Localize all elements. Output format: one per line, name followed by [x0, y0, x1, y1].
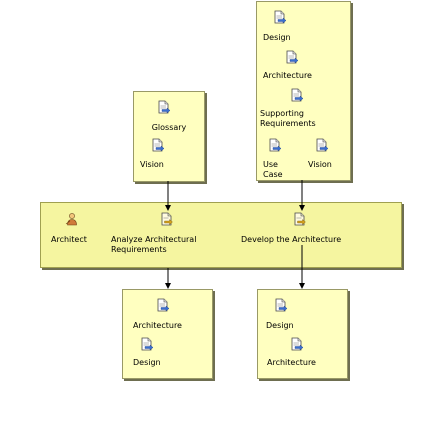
artifact-architecture[interactable]: Architecture	[263, 71, 312, 80]
activity-develop-the-architecture[interactable]: Develop the Architecture	[241, 235, 342, 244]
output-artifacts-box-right: Design Architecture	[257, 289, 348, 379]
artifact-design-out-2[interactable]: Design	[266, 321, 294, 330]
activity-analyze-architectural-requirements[interactable]: Analyze Architectural Requirements	[111, 235, 197, 254]
artifact-vision[interactable]: Vision	[140, 160, 164, 169]
input-artifacts-box-right: Design Architecture Supporting Requireme…	[256, 1, 351, 181]
role-architect[interactable]: Architect	[51, 235, 87, 244]
activity-band: Architect Analyze Architectural Requirem…	[40, 202, 402, 268]
artifact-architecture-out[interactable]: Architecture	[133, 321, 182, 330]
output-artifacts-box-left: Architecture Design	[122, 289, 213, 379]
artifact-architecture-out-2[interactable]: Architecture	[267, 358, 316, 367]
artifact-use-case[interactable]: Use Case	[263, 160, 283, 179]
artifact-vision-2[interactable]: Vision	[308, 160, 332, 169]
artifact-design-out[interactable]: Design	[133, 358, 161, 367]
artifact-supporting-requirements[interactable]: Supporting Requirements	[260, 109, 316, 128]
input-artifacts-box-left: Glossary Vision	[133, 91, 205, 182]
artifact-glossary[interactable]: Glossary	[151, 123, 187, 132]
artifact-design[interactable]: Design	[263, 33, 291, 42]
